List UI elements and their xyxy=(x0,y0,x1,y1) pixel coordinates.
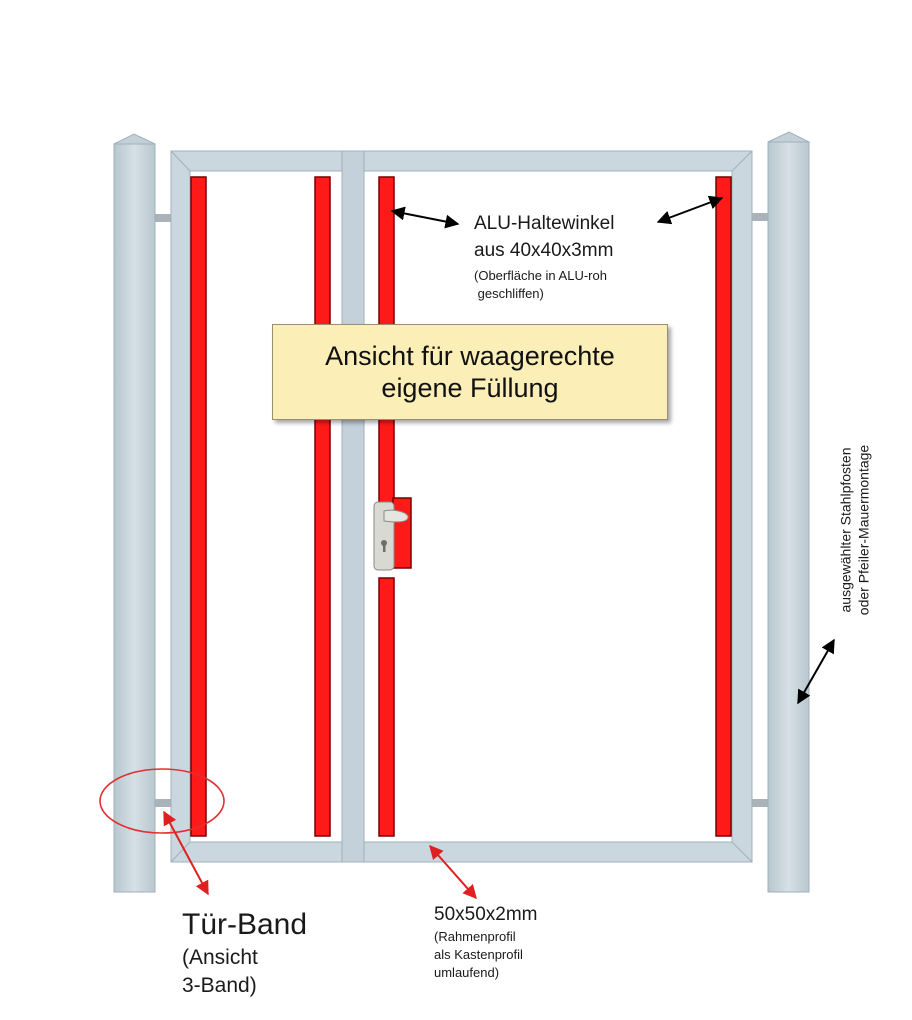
arrow-bracket-right xyxy=(656,195,724,225)
hinge-highlight-circle xyxy=(99,768,225,834)
arrow-bracket-left xyxy=(390,206,460,229)
frame-note-line-1: (Rahmenprofil xyxy=(434,929,516,944)
hinge-pin-top-left xyxy=(154,214,172,222)
latch-pin-top-right xyxy=(750,213,770,221)
alu-bracket-3-lower xyxy=(378,577,395,837)
hinge-pin-bottom-left xyxy=(154,799,172,807)
right-post xyxy=(767,131,810,893)
post-label-line-2: oder Pfeiler-Mauermontage xyxy=(855,444,871,616)
hinge-label: Tür-Band xyxy=(182,908,308,941)
alu-bracket-2 xyxy=(314,176,331,837)
title-line-1: Ansicht für waagerechte xyxy=(325,340,615,371)
bracket-note-line-1: (Oberfläche in ALU-roh xyxy=(474,268,607,283)
bracket-label-line-1: ALU-Haltewinkel xyxy=(474,213,615,234)
arrow-post xyxy=(797,638,835,705)
title-line-2: eigene Füllung xyxy=(381,373,559,403)
bracket-label-line-2: aus 40x40x3mm xyxy=(474,240,614,261)
alu-bracket-4 xyxy=(715,176,732,837)
arrow-frame xyxy=(429,844,477,900)
left-post xyxy=(113,133,156,893)
frame-label: 50x50x2mm xyxy=(434,904,538,925)
gate-frame xyxy=(170,150,753,863)
hinge-note-line-1: (Ansicht xyxy=(182,946,258,969)
bracket-note-line-2: geschliffen) xyxy=(474,286,544,301)
lock-box xyxy=(392,497,412,569)
title-box: Ansicht für waagerechte eigene Füllung xyxy=(272,324,668,420)
hinge-note-line-2: 3-Band) xyxy=(182,974,257,997)
frame-note-line-2: als Kastenprofil xyxy=(434,947,523,962)
frame-note-line-3: umlaufend) xyxy=(434,965,500,980)
post-label-line-1: ausgewählter Stahlpfosten xyxy=(837,447,854,613)
latch-pin-bottom-right xyxy=(750,799,770,807)
arrow-hinge xyxy=(163,810,209,896)
alu-bracket-1 xyxy=(190,176,207,837)
door-handle xyxy=(373,501,409,571)
